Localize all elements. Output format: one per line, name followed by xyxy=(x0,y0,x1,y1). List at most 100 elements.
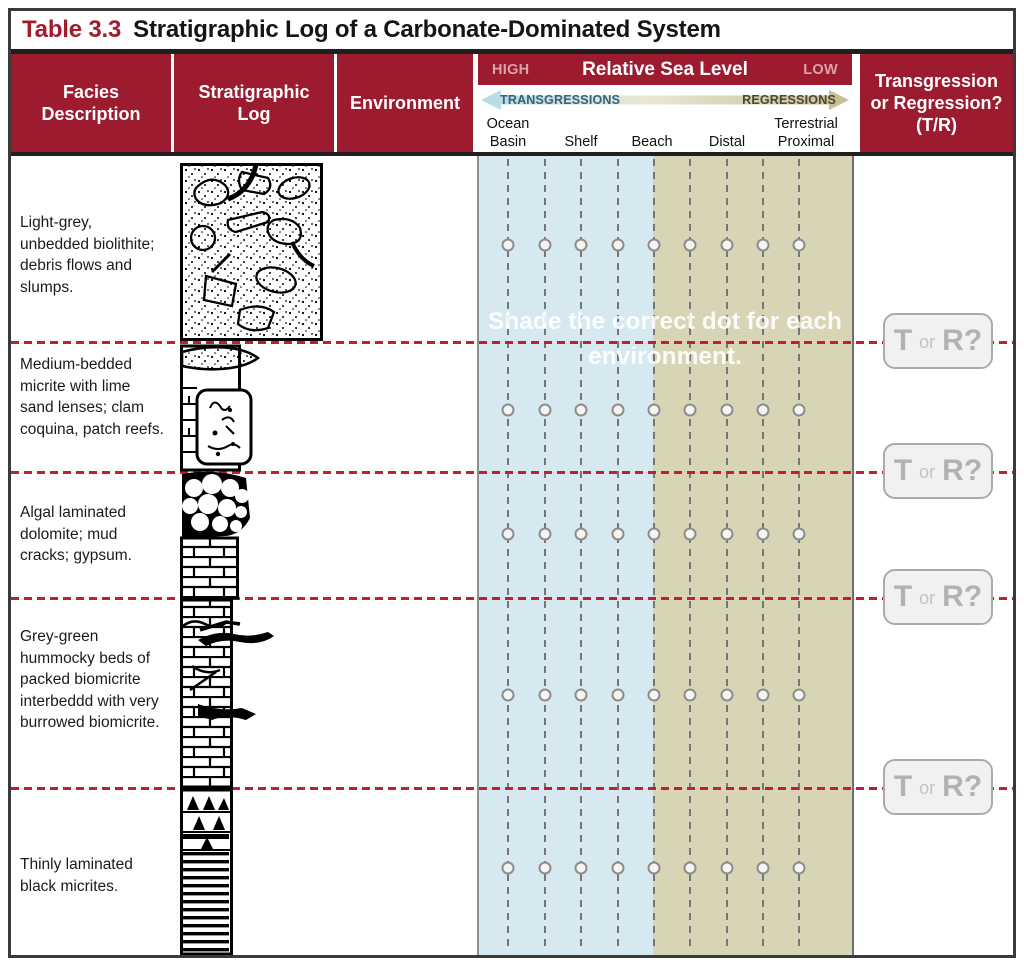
tr-button-2[interactable]: T or R? xyxy=(883,443,993,499)
env-dot-r5-c1[interactable] xyxy=(501,861,515,875)
double-arrow-icon xyxy=(481,90,849,110)
t-label: T xyxy=(893,770,913,803)
env-dot-r4-c9[interactable] xyxy=(792,688,806,702)
strat-log-column-header: Stratigraphic Log xyxy=(174,54,334,152)
env-dot-r1-c6[interactable] xyxy=(683,238,697,252)
env-dot-r2-c2[interactable] xyxy=(538,403,551,417)
env-dot-r1-c2[interactable] xyxy=(538,238,551,252)
env-guide-line xyxy=(689,159,691,952)
env-dot-r2-c9[interactable] xyxy=(792,403,806,417)
panel-left-border xyxy=(477,156,479,955)
env-label-distal: Distal xyxy=(708,133,746,150)
env-dot-r3-c7[interactable] xyxy=(720,527,733,541)
sea-level-title: Relative Sea Level xyxy=(582,58,748,80)
env-label-shelf: Shelf xyxy=(564,133,598,150)
r-label: R? xyxy=(942,324,983,357)
env-dot-r3-c6[interactable] xyxy=(683,527,697,541)
env-dot-r4-c6[interactable] xyxy=(683,688,697,702)
tr-button-4[interactable]: T or R? xyxy=(883,759,993,815)
panel-right-border xyxy=(852,156,854,955)
env-dot-r3-c3[interactable] xyxy=(574,527,588,541)
instruction-line1: Shade the correct dot for each xyxy=(488,308,842,335)
env-dot-r3-c8[interactable] xyxy=(756,527,770,541)
env-dot-r1-c7[interactable] xyxy=(720,238,733,252)
env-dot-r4-c1[interactable] xyxy=(501,688,515,702)
env-dot-r2-c3[interactable] xyxy=(574,403,588,417)
env-dot-r5-c2[interactable] xyxy=(538,861,551,875)
facies-description-row3: Algal laminated dolomite; mud cracks; gy… xyxy=(20,504,132,564)
or-label: or xyxy=(919,588,936,608)
env-guide-line xyxy=(616,159,619,952)
env-dot-r5-c4[interactable] xyxy=(611,861,624,875)
terrestrial-panel xyxy=(653,156,852,955)
env-dot-r5-c7[interactable] xyxy=(720,861,733,875)
env-dot-r2-c4[interactable] xyxy=(611,403,624,417)
env-dot-r2-c5[interactable] xyxy=(647,403,661,417)
transgressions-label: TRANSGRESSIONS xyxy=(500,92,621,107)
env-guide-line xyxy=(798,159,800,952)
env-dot-r3-c4[interactable] xyxy=(611,527,624,541)
or-label: or xyxy=(919,462,936,482)
sea-level-arrow xyxy=(478,87,852,113)
env-dot-r1-c4[interactable] xyxy=(611,238,624,252)
env-dot-r1-c8[interactable] xyxy=(756,238,770,252)
env-dot-r5-c6[interactable] xyxy=(683,861,697,875)
env-dot-r3-c2[interactable] xyxy=(538,527,551,541)
env-dot-r3-c9[interactable] xyxy=(792,527,806,541)
table-title-text: Stratigraphic Log of a Carbonate-Dominat… xyxy=(133,16,721,43)
env-dot-r1-c5[interactable] xyxy=(647,238,661,252)
facies-description-row2: Medium-bedded micrite with lime sand len… xyxy=(20,356,164,438)
env-dot-r4-c3[interactable] xyxy=(574,688,588,702)
regressions-label: REGRESSIONS xyxy=(742,92,836,107)
env-dot-r2-c7[interactable] xyxy=(720,403,733,417)
env-dot-r1-c3[interactable] xyxy=(574,238,588,252)
facies-description-row4: Grey-green hummocky beds of packed biomi… xyxy=(20,628,160,731)
low-label: LOW xyxy=(803,61,838,78)
page-title: Table 3.3 Stratigraphic Log of a Carbona… xyxy=(11,11,1013,49)
arrow-labels: TRANSGRESSIONS REGRESSIONS xyxy=(478,86,852,113)
or-label: or xyxy=(919,778,936,798)
row-divider-dashed-2 xyxy=(11,471,1013,474)
env-dot-r5-c5[interactable] xyxy=(647,861,661,875)
env-dot-r5-c3[interactable] xyxy=(574,861,588,875)
facies-description-row5: Thinly laminated black micrites. xyxy=(20,856,133,895)
header-divider xyxy=(11,152,1013,156)
strat-log-row5-laminated-micrite xyxy=(180,788,233,955)
env-dot-r3-c5[interactable] xyxy=(647,527,661,541)
tr-button-1[interactable]: T or R? xyxy=(883,313,993,369)
env-dot-r1-c9[interactable] xyxy=(792,238,806,252)
r-label: R? xyxy=(942,454,983,487)
sea-level-header-bar: HIGH Relative Sea Level LOW xyxy=(478,54,852,85)
env-guide-line xyxy=(725,159,728,952)
env-guide-line xyxy=(507,159,509,952)
stratigraphic-log-drawing xyxy=(180,163,323,955)
row-divider-dashed-3 xyxy=(11,597,1013,600)
env-label-ocean-basin: Ocean Basin xyxy=(486,116,530,150)
env-dot-r5-c9[interactable] xyxy=(792,861,806,875)
env-dot-r2-c1[interactable] xyxy=(501,403,515,417)
r-label: R? xyxy=(942,770,983,803)
header-separator xyxy=(334,54,337,152)
t-label: T xyxy=(893,324,913,357)
high-label: HIGH xyxy=(492,61,530,78)
strat-log-row4-hummocky-biomicrite xyxy=(180,598,274,789)
env-dot-r2-c6[interactable] xyxy=(683,403,697,417)
env-dot-r4-c2[interactable] xyxy=(538,688,551,702)
tr-button-3[interactable]: T or R? xyxy=(883,569,993,625)
env-dot-r1-c1[interactable] xyxy=(501,238,515,252)
instruction-text: Shade the correct dot for each environme… xyxy=(478,304,852,374)
env-dot-r4-c5[interactable] xyxy=(647,688,661,702)
env-dot-r5-c8[interactable] xyxy=(756,861,770,875)
strat-log-row3-algal-dolomite xyxy=(180,471,250,600)
env-dot-r2-c8[interactable] xyxy=(756,403,770,417)
env-dot-r4-c4[interactable] xyxy=(611,688,624,702)
facies-description-row1: Light-grey, unbedded biolithite; debris … xyxy=(20,214,155,296)
env-label-beach: Beach xyxy=(631,133,673,150)
env-dot-r4-c8[interactable] xyxy=(756,688,770,702)
env-dot-r3-c1[interactable] xyxy=(501,527,515,541)
marine-panel xyxy=(477,156,653,955)
t-label: T xyxy=(893,454,913,487)
strat-log-row1-breccia xyxy=(180,163,323,341)
env-dot-r4-c7[interactable] xyxy=(720,688,733,702)
t-label: T xyxy=(893,580,913,613)
